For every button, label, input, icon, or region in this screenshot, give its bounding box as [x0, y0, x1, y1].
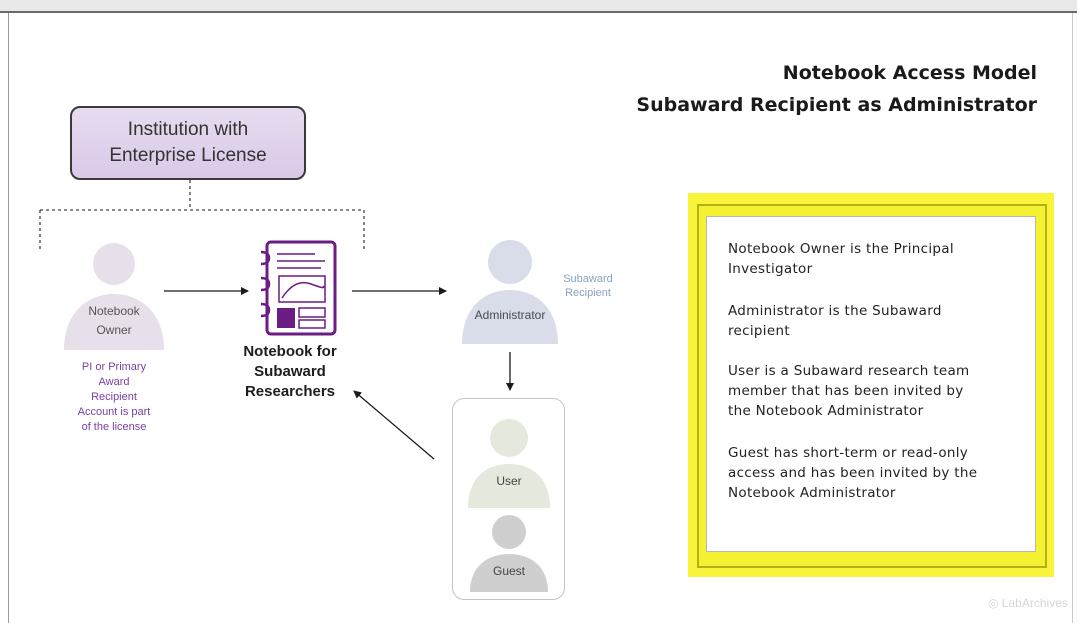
labarchives-watermark: ◎ LabArchives	[988, 596, 1068, 610]
owner-label-line-2: Owner	[96, 323, 132, 337]
person-icon	[468, 419, 550, 508]
watermark-text: LabArchives	[1001, 596, 1068, 610]
left-border	[8, 13, 9, 623]
owner-note: PI or Primary Award Recipient Account is…	[77, 361, 151, 433]
owner-label-line-1: Notebook	[88, 304, 140, 318]
notebook-icon	[260, 240, 337, 336]
notes-panel	[706, 216, 1036, 552]
note-guest: Guest has short-term or read-only access…	[728, 445, 978, 501]
user-label: User	[496, 474, 522, 488]
guest-node: Guest	[466, 512, 552, 592]
top-strip	[0, 0, 1077, 11]
administrator-label: Administrator	[474, 308, 546, 322]
note-user: User is a Subaward research team member …	[728, 363, 970, 419]
guest-label: Guest	[492, 564, 525, 578]
institution-box: Institution with Enterprise License	[70, 106, 306, 180]
person-icon	[64, 243, 164, 350]
subaward-recipient-label: Subaward Recipient	[563, 273, 613, 299]
top-border	[0, 11, 1077, 13]
notebook-caption: Notebook for Subaward Researchers	[243, 343, 337, 400]
diagram-title: Notebook Access Model	[782, 62, 1037, 84]
institution-line-1: Institution with	[127, 119, 249, 140]
arrow-group-to-notebook	[353, 390, 435, 460]
right-border	[1072, 13, 1073, 623]
person-icon	[462, 240, 558, 344]
institution-line-2: Enterprise License	[109, 145, 267, 166]
person-icon	[470, 515, 548, 592]
note-administrator: Administrator is the Subaward recipient	[728, 303, 942, 339]
administrator-node: Administrator	[458, 228, 562, 344]
notebook-owner-node: Notebook Owner	[62, 230, 166, 350]
diagram-subtitle: Subaward Recipient as Administrator	[636, 94, 1037, 116]
license-bracket	[39, 180, 365, 252]
watermark-logo-icon: ◎	[988, 596, 999, 610]
user-node: User	[466, 412, 552, 508]
note-owner: Notebook Owner is the Principal Investig…	[728, 241, 954, 277]
